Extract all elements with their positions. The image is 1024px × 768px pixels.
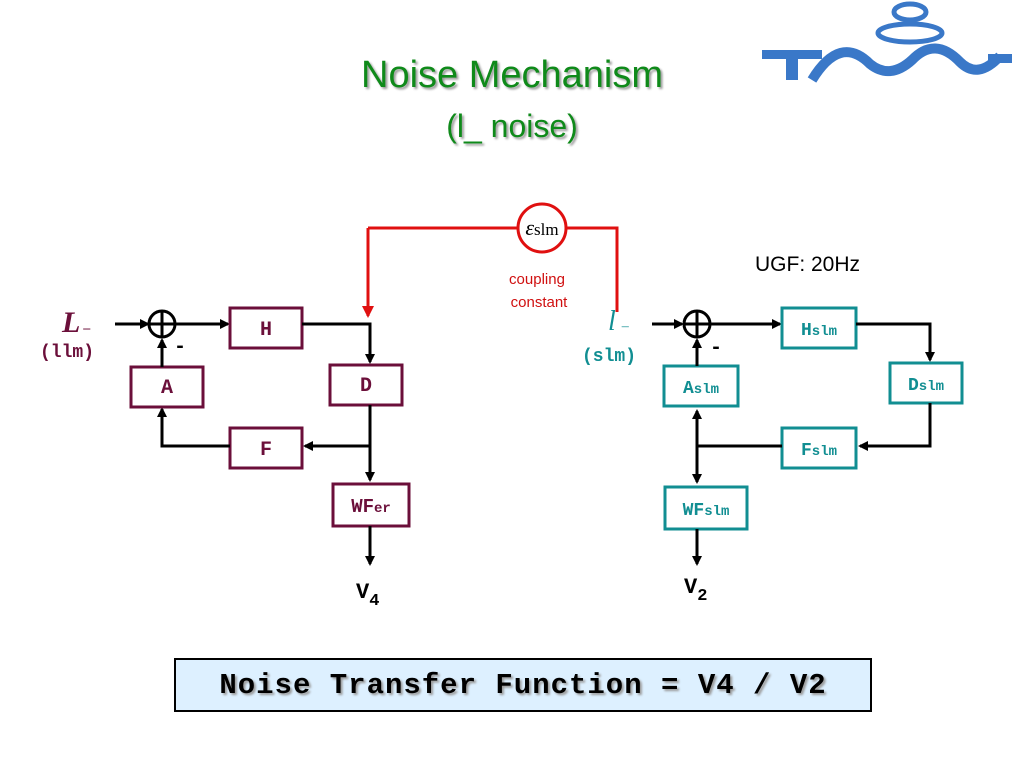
page-subtitle: (l_ noise) bbox=[446, 108, 578, 144]
epsilon-symbol: εslm bbox=[525, 215, 558, 240]
right-minus-sign: - bbox=[710, 337, 722, 360]
left-output-v4: V4 bbox=[356, 580, 379, 611]
right-output-v2: V2 bbox=[684, 575, 707, 606]
left-minus-sign: - bbox=[174, 336, 186, 359]
right-loop: l– (slm) - Hslm Dslm Fslm Aslm bbox=[582, 306, 964, 606]
formula-box: Noise Transfer Function = V4 / V2 bbox=[174, 658, 872, 712]
svg-text:WFslm: WFslm bbox=[683, 501, 730, 521]
coupling-path: εslm coupling constant bbox=[362, 202, 619, 318]
right-block-f: Fslm bbox=[780, 426, 858, 470]
right-summing-junction bbox=[682, 309, 712, 339]
coupling-label-line2: constant bbox=[511, 294, 569, 311]
left-input-name: (llm) bbox=[40, 343, 94, 363]
left-block-d: D bbox=[328, 363, 404, 407]
left-input-symbol: L– bbox=[61, 306, 90, 339]
svg-text:Dslm: Dslm bbox=[908, 376, 944, 396]
right-block-a: Aslm bbox=[662, 364, 740, 408]
left-summing-junction bbox=[147, 309, 177, 339]
svg-text:Hslm: Hslm bbox=[801, 321, 837, 341]
svg-text:A: A bbox=[161, 377, 173, 400]
noise-transfer-function: Noise Transfer Function = V4 / V2 bbox=[219, 668, 827, 702]
svg-text:Fslm: Fslm bbox=[801, 441, 837, 461]
right-input-symbol: l– bbox=[608, 306, 630, 337]
left-loop: L– (llm) - H D F A bbox=[40, 306, 411, 611]
right-input-name: (slm) bbox=[582, 347, 636, 367]
ugf-label: UGF: 20Hz bbox=[755, 253, 861, 276]
svg-text:WFer: WFer bbox=[351, 496, 391, 518]
left-block-a: A bbox=[129, 365, 205, 409]
coupling-label-line1: coupling bbox=[509, 271, 565, 288]
svg-text:Aslm: Aslm bbox=[683, 379, 719, 399]
left-block-h: H bbox=[228, 306, 304, 350]
svg-text:F: F bbox=[260, 439, 272, 462]
coupling-constant-circle bbox=[516, 202, 568, 254]
svg-text:H: H bbox=[260, 319, 272, 342]
right-block-h: Hslm bbox=[780, 306, 858, 350]
svg-text:D: D bbox=[360, 375, 372, 398]
right-block-wf: WFslm bbox=[663, 485, 749, 531]
page-title: Noise Mechanism bbox=[361, 54, 663, 96]
tama-logo-icon bbox=[762, 1, 1012, 83]
left-block-wf: WFer bbox=[331, 482, 411, 528]
left-block-f: F bbox=[228, 426, 304, 470]
right-block-d: Dslm bbox=[888, 361, 964, 405]
